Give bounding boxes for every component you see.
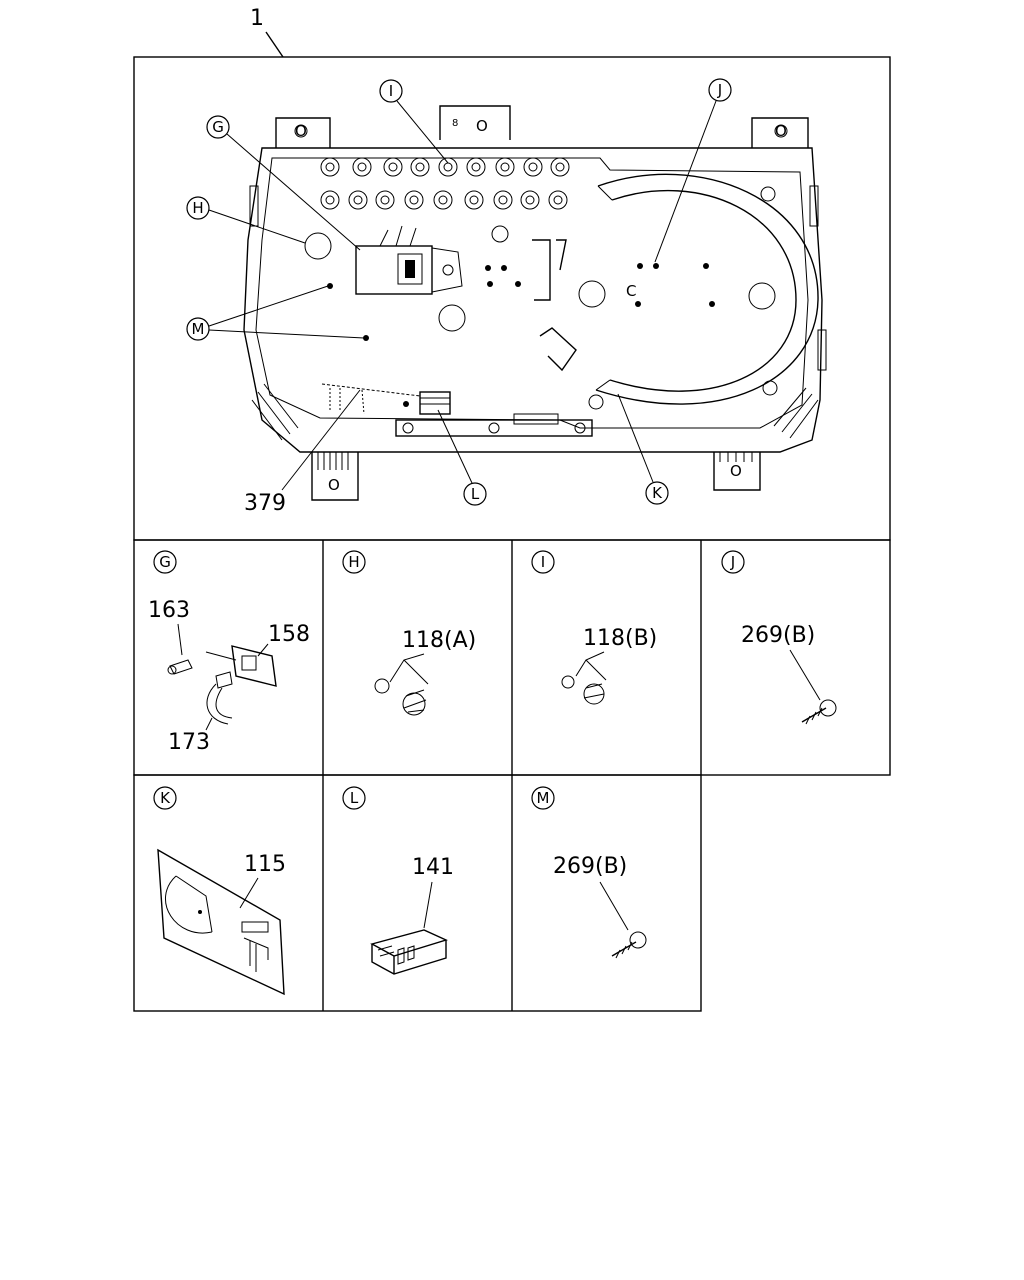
part-379-number: 379: [244, 491, 286, 516]
socket-118b: [583, 683, 605, 705]
detail-i-letter: I: [541, 553, 545, 571]
instrument-cluster-housing: [243, 105, 827, 501]
callout-l-letter: L: [471, 485, 480, 503]
detail-h-letter: H: [348, 553, 359, 571]
connector-and-wire: [321, 383, 451, 415]
callout-h: H: [186, 196, 306, 244]
callout-m-letter: M: [192, 320, 205, 338]
callout-l: L: [437, 409, 487, 506]
detail-grid: [133, 539, 891, 1012]
detail-l: L 141: [342, 786, 454, 975]
callout-g: G: [206, 115, 361, 251]
tab-number-8: 8: [452, 118, 458, 129]
callout-i: I: [379, 79, 449, 164]
callout-m: M: [186, 285, 365, 341]
detail-m-part-269b: 269(B): [553, 854, 627, 879]
detail-g: G 163 158 173: [148, 550, 310, 755]
assembly-number-label: 1: [250, 6, 264, 31]
printed-circuit-arc: [588, 173, 819, 410]
bulb-socket-grid: [320, 157, 570, 210]
callout-k-letter: K: [652, 484, 663, 502]
detail-i-part-118b: 118(B): [583, 626, 657, 651]
sensor-module: [355, 225, 463, 295]
bottom-mounting-rail: [395, 413, 593, 437]
callout-j-letter: J: [717, 81, 722, 99]
callout-h-letter: H: [192, 199, 203, 217]
circuit-board-115: [157, 848, 285, 996]
detail-m: M 269(B): [531, 786, 647, 959]
detail-j-part-269b: 269(B): [741, 623, 815, 648]
detail-h: H 118(A): [342, 550, 476, 716]
letter-c-mark: C: [626, 282, 636, 300]
sensor-158-body: [231, 645, 277, 687]
screw-269b-j: [801, 699, 837, 725]
detail-g-part-173: 173: [168, 730, 210, 755]
callout-g-letter: G: [212, 118, 224, 136]
tab-letter-o-bottom-right: O: [730, 462, 742, 480]
detail-g-letter: G: [159, 553, 171, 571]
detail-i: I 118(B): [531, 550, 657, 705]
main-assembly-panel: 1: [133, 6, 891, 541]
callout-i-letter: I: [389, 82, 393, 100]
detail-k-part-115: 115: [244, 852, 286, 877]
gauge-mount-screws: [304, 225, 776, 341]
detail-h-part-118a: 118(A): [402, 628, 476, 653]
tab-letter-o-bottom-left: O: [328, 476, 340, 494]
tab-letter-o-top: O: [476, 117, 488, 135]
tab-letter-o-left: O: [295, 122, 307, 140]
screw-269b-m: [611, 931, 647, 959]
part-379-label: 379: [244, 389, 361, 516]
bulb-118b: [561, 675, 575, 689]
detail-g-part-158: 158: [268, 622, 310, 647]
detail-k: K 115: [153, 786, 286, 996]
callout-j: J: [654, 78, 732, 263]
tab-letter-o-right: O: [775, 122, 787, 140]
detail-g-part-163: 163: [148, 598, 190, 623]
detail-k-letter: K: [160, 789, 171, 807]
connector-141: [370, 929, 448, 975]
bulb-118a: [374, 678, 390, 694]
detail-l-part-141: 141: [412, 855, 454, 880]
callout-k: K: [617, 393, 669, 505]
detail-j: J 269(B): [721, 550, 837, 725]
detail-j-letter: J: [730, 553, 735, 571]
detail-l-letter: L: [350, 789, 359, 807]
detail-m-letter: M: [537, 789, 550, 807]
